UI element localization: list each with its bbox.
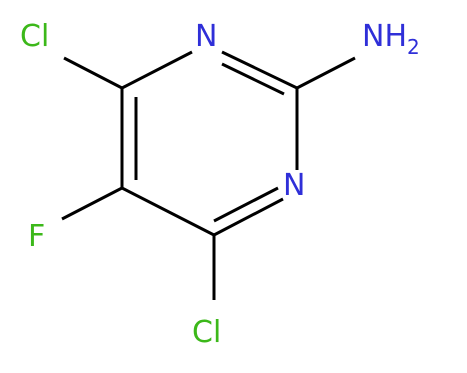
amine-group: NH2 (362, 19, 420, 60)
bond-c6-c5 (121, 186, 215, 237)
amine-subscript: 2 (407, 35, 420, 59)
bond-c4-cl (63, 56, 123, 90)
nitrogen-atom-top: N (195, 19, 218, 54)
bond-n1-c6 (213, 197, 284, 237)
bond-c2-nh2 (296, 56, 356, 90)
chlorine-atom-bottom: Cl (192, 315, 222, 350)
bond-n1-c6-double (213, 186, 279, 223)
bond-n3-c2-double (221, 62, 285, 96)
fluorine-atom: F (28, 219, 46, 254)
nitrogen-atom-bottom: N (283, 168, 306, 203)
chlorine-atom-top: Cl (20, 19, 50, 54)
bond-n3-c2-single (221, 50, 298, 90)
amine-label: NH (362, 19, 407, 54)
bond-c5-f (61, 186, 123, 221)
bond-c4-n3 (121, 50, 193, 90)
